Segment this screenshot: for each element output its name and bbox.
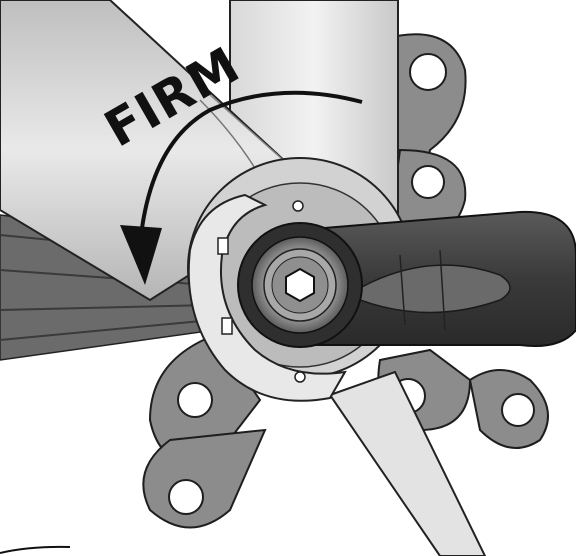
spider-bolt-holes [168,53,535,515]
hex-socket [285,267,315,303]
arrow-head [120,225,162,285]
rotation-arrow [120,90,363,285]
edge-stroke [0,545,71,554]
crank-arm [299,210,576,347]
spindle-hub [237,200,363,383]
bracket-wrench [187,193,487,556]
